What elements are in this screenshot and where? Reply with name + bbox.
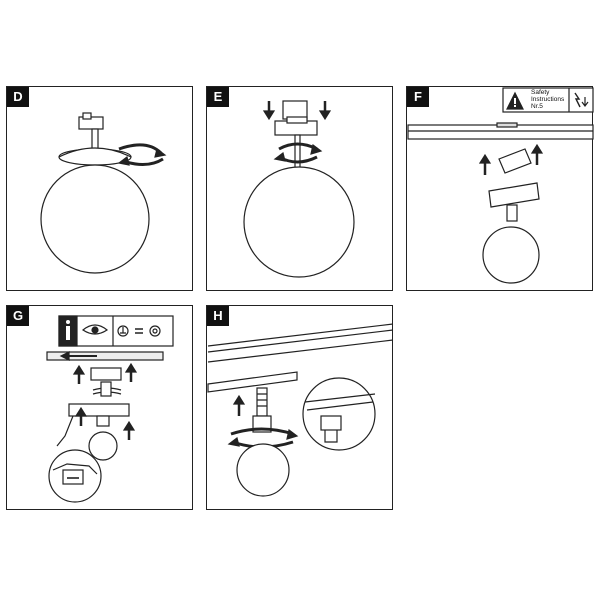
step-e-illustration	[243, 100, 355, 278]
step-d-illustration	[40, 112, 167, 274]
step-d-panel: D	[6, 86, 193, 291]
step-g-panel: G	[6, 305, 193, 510]
step-g-illustration	[46, 315, 174, 503]
safety-line-3: Nr.5	[531, 103, 543, 110]
step-e-panel: E	[206, 86, 393, 291]
step-label: E	[207, 87, 229, 107]
step-label: D	[7, 87, 29, 107]
step-h-illustration	[207, 323, 394, 497]
safety-line-1: Safety	[531, 89, 550, 96]
step-h-panel: H	[206, 305, 394, 510]
safety-line-2: Instructions	[531, 96, 565, 103]
step-f-panel: F Safety Ins	[406, 86, 594, 291]
safety-instructions-label: Safety Instructions Nr.5	[531, 89, 564, 110]
step-label: F	[407, 87, 429, 107]
step-f-illustration	[407, 87, 594, 284]
step-label: G	[7, 306, 29, 326]
step-label: H	[207, 306, 229, 326]
